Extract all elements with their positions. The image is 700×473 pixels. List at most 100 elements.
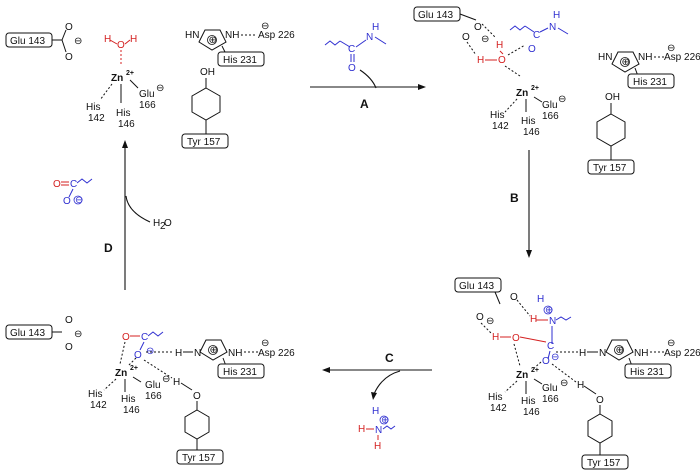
his3-h: H — [579, 348, 586, 359]
water-reagent-sub: 2 — [160, 221, 166, 232]
his231-2: His 231 — [633, 77, 667, 88]
n3-h1: H — [537, 294, 544, 305]
his146-3-num: 146 — [523, 407, 540, 418]
asp226-3-minus: ⊖ — [667, 338, 675, 349]
amide-wavy — [324, 40, 341, 46]
zn-charge-2: 2+ — [531, 85, 539, 92]
glu143-3-o2: O — [476, 312, 484, 323]
his142-num: 142 — [88, 113, 105, 124]
asp226-label: Asp 226 — [258, 30, 295, 41]
glu143-2-minus: ⊖ — [481, 34, 489, 45]
glu143-label-2: Glu 143 — [418, 10, 453, 21]
glu143-2-o1: O — [474, 22, 482, 33]
his-hn: HN — [185, 30, 199, 41]
c3-o-minus: ⊖ — [551, 352, 559, 363]
glu166-label: Glu — [139, 89, 155, 100]
his146-label: His — [116, 108, 130, 119]
tyr-ring — [191, 87, 221, 121]
imidazole-ring — [198, 29, 227, 51]
panel-resting-enzyme: Glu 143 O O ⊖ H O H Zn 2+ His 142 His 14… — [5, 21, 295, 149]
tyr-oh: OH — [200, 67, 215, 78]
rel-c: C — [70, 179, 77, 190]
glu143-3-o1: O — [510, 292, 518, 303]
glu143-o1: O — [65, 22, 73, 33]
rel-o2: O — [63, 196, 71, 207]
zn-label: Zn — [111, 73, 123, 84]
step-a-label: A — [360, 97, 369, 111]
tyr4-o: O — [193, 391, 201, 402]
n3-h2: H — [530, 314, 537, 325]
his146-3: His — [521, 396, 535, 407]
water-reagent-o: O — [164, 218, 172, 229]
sub2-n: N — [549, 22, 556, 33]
step-b-label: B — [510, 191, 519, 205]
step-c-label: C — [385, 351, 394, 365]
glu166-2: Glu — [542, 100, 558, 111]
nh3-plus: ⊕ — [381, 415, 389, 426]
oh3-h: H — [492, 332, 499, 343]
glu143-4: Glu 143 — [10, 328, 45, 339]
imid2-plus: ⊕ — [622, 57, 630, 68]
c3-o: O — [542, 356, 550, 367]
glu166-2-minus: ⊖ — [558, 94, 566, 105]
his231-label: His 231 — [223, 55, 257, 66]
tyr3-h: H — [577, 380, 584, 391]
step-b: B — [510, 150, 532, 258]
imid3-plus: ⊕ — [616, 345, 624, 356]
glu143-o2: O — [65, 52, 73, 63]
step-a: A C N H O — [310, 22, 426, 111]
p4-o2: O — [134, 350, 142, 361]
asp226-3: Asp 226 — [664, 348, 700, 359]
his142-2-num: 142 — [492, 121, 509, 132]
his2-hn: HN — [598, 52, 612, 63]
glu166-minus: ⊖ — [156, 83, 164, 94]
n3-n: N — [549, 316, 556, 327]
tyr2-oh: OH — [605, 92, 620, 103]
glu166-4: Glu — [145, 380, 161, 391]
glu143-4-o1: O — [65, 315, 73, 326]
his142-label: His — [86, 102, 100, 113]
p4-c: C — [141, 332, 148, 343]
panel-product-complex: Glu 143 O O ⊖ O C O ⊖ Zn 2+ His 142 His … — [5, 315, 295, 465]
his142-2: His — [490, 110, 504, 121]
w2-h1: H — [496, 40, 503, 51]
c3-c: C — [547, 341, 554, 352]
zn-charge-3: 2+ — [531, 367, 539, 374]
zn-charge: 2+ — [126, 70, 134, 77]
his142-4: His — [88, 389, 102, 400]
sub2-o: O — [528, 44, 536, 55]
his142-3-num: 142 — [490, 403, 507, 414]
his2-nh: NH — [638, 52, 652, 63]
his-nh: NH — [225, 30, 239, 41]
zn-label-3: Zn — [516, 370, 528, 381]
nh3-h3: H — [374, 441, 381, 452]
nh3-n: N — [375, 425, 382, 436]
sub2-c: C — [533, 30, 540, 41]
glu166-4-minus: ⊖ — [162, 374, 170, 385]
amide-o: O — [348, 63, 356, 74]
his4-nh: NH — [228, 348, 242, 359]
glu166-num: 166 — [139, 100, 156, 111]
zn-label-4: Zn — [115, 368, 127, 379]
sub2-h: H — [553, 10, 560, 21]
rel-o2-minus: ⊖ — [75, 195, 83, 206]
his231-4: His 231 — [223, 367, 257, 378]
glu143-3-minus: ⊖ — [486, 316, 494, 327]
his142-3: His — [488, 392, 502, 403]
tyr157-label: Tyr 157 — [187, 137, 221, 148]
glu143-label: Glu 143 — [10, 36, 45, 47]
his3-n: N — [599, 348, 606, 359]
tyr3-o: O — [596, 395, 604, 406]
nh3-h1: H — [372, 406, 379, 417]
asp226-minus: ⊖ — [261, 21, 269, 32]
glu166-3: Glu — [542, 383, 558, 394]
his4-h: H — [175, 348, 182, 359]
glu166-3-num: 166 — [542, 394, 559, 405]
w2-h2: H — [477, 55, 484, 66]
asp226-2-minus: ⊖ — [667, 43, 675, 54]
w2-o: O — [498, 55, 506, 66]
glu143-4-o2: O — [65, 342, 73, 353]
water-reagent-h: H — [153, 218, 160, 229]
tyr4-h: H — [173, 377, 180, 388]
